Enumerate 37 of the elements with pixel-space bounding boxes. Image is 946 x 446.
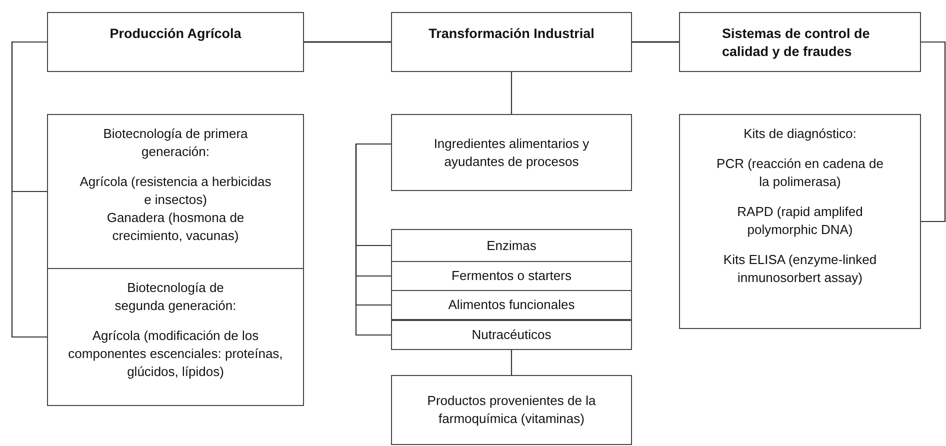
box-text: PCR (reacción en cadena de la polimerasa) xyxy=(716,155,884,191)
box-text: Enzimas xyxy=(486,236,536,254)
category-box xyxy=(47,268,304,406)
connector-line xyxy=(11,41,47,338)
heading-box xyxy=(47,12,304,72)
box-text: Biotecnología de primera generación: xyxy=(102,125,249,161)
box-text: Nutracéuticos xyxy=(472,326,552,344)
heading-text: Producción Agrícola xyxy=(110,25,242,43)
box-text: Kits de diagnóstico: xyxy=(744,125,856,143)
heading-text: Transformación Industrial xyxy=(428,25,594,43)
box-text: Alimentos funcionales xyxy=(448,296,575,314)
category-box xyxy=(391,229,632,262)
connector-line xyxy=(632,41,679,43)
category-box xyxy=(391,114,632,191)
box-text: Agrícola (resistencia a herbicidas e insectos) xyxy=(78,173,272,209)
box-text: Agrícola (modificación de los componentes escenciales: proteínas, glúcidos, lípidos) xyxy=(67,327,284,381)
category-box xyxy=(391,320,632,350)
box-text: Ingredientes alimentarios y ayudantes de procesos xyxy=(432,134,590,170)
heading-text: Sistemas de control de calidad y de fraudes xyxy=(722,25,871,61)
box-text: Biotecnología de segunda generación: xyxy=(114,279,238,315)
heading-box xyxy=(679,12,921,72)
category-box xyxy=(47,114,304,269)
category-box xyxy=(679,114,921,329)
box-text: Kits ELISA (enzyme-linked inmunosorbert assay) xyxy=(722,251,878,287)
category-box xyxy=(391,290,632,320)
box-text: Fermentos o starters xyxy=(452,267,572,285)
connector-line xyxy=(921,41,946,222)
box-text: Productos provenientes de la farmoquímica (vitaminas) xyxy=(426,392,597,428)
box-text: Ganadera (hosmona de crecimiento, vacunas) xyxy=(106,209,246,245)
connector-line xyxy=(510,350,512,375)
category-box xyxy=(391,261,632,291)
connector-line xyxy=(510,72,512,114)
connector-line xyxy=(355,143,391,336)
category-box xyxy=(391,375,632,445)
heading-box xyxy=(391,12,632,72)
connector-line xyxy=(304,41,391,43)
box-text: RAPD (rapid amplifed polymorphic DNA) xyxy=(736,203,864,239)
